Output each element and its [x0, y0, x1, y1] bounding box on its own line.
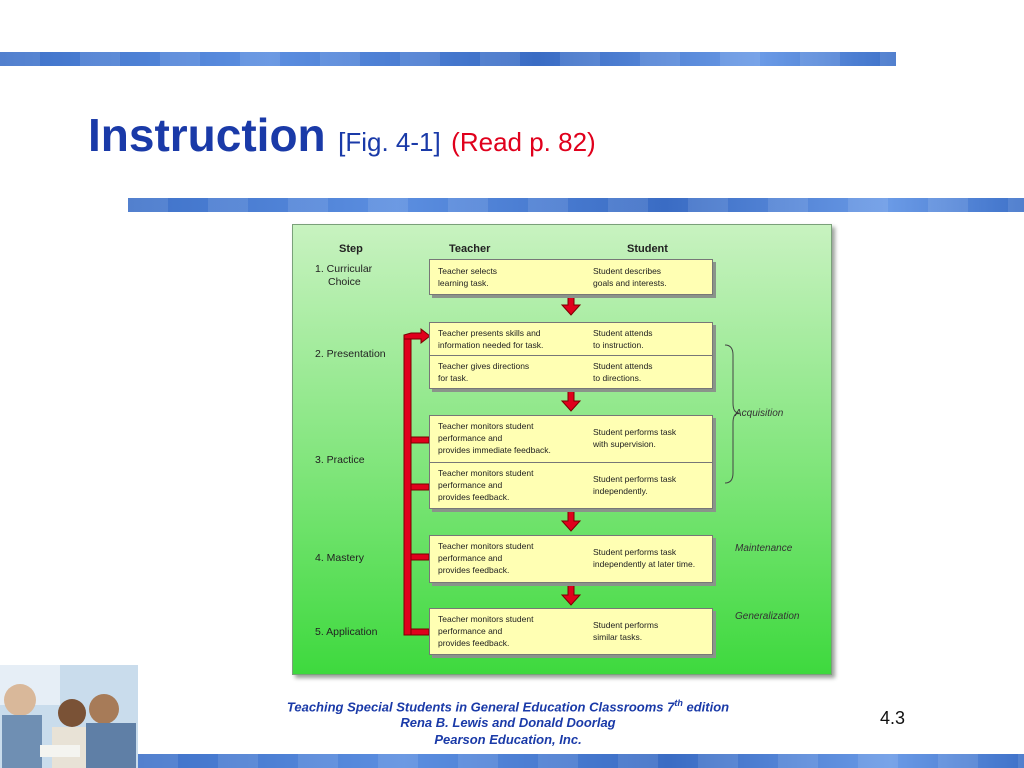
header-step: Step	[339, 243, 363, 255]
down-arrow-2	[560, 390, 582, 412]
connector-practice-supervised	[410, 436, 430, 444]
step-application: 5. Application	[315, 626, 378, 638]
step-curricular-choice: 1. Curricular Choice	[315, 263, 373, 288]
footer-publisher: Pearson Education, Inc.	[434, 732, 582, 747]
footer-authors: Rena B. Lewis and Donald Doorlag	[400, 715, 616, 730]
title-reading-reference: (Read p. 82)	[451, 127, 596, 157]
title-figure-reference: [Fig. 4-1]	[338, 127, 441, 157]
feedback-loop-arrows	[403, 294, 740, 636]
title-main: Instruction	[88, 109, 326, 161]
step-practice: 3. Practice	[315, 454, 365, 466]
decorative-band-bottom	[138, 754, 1024, 768]
phase-acquisition: Acquisition	[735, 408, 784, 419]
connector-application	[410, 628, 430, 636]
slide-page-number: 4.3	[880, 708, 906, 728]
header-student: Student	[627, 243, 668, 255]
students-photo	[0, 665, 138, 768]
down-arrow-4	[560, 584, 582, 606]
feedback-loop-bar	[403, 334, 412, 636]
down-arrow-1	[560, 294, 582, 316]
step-mastery: 4. Mastery	[315, 552, 365, 564]
step-presentation: 2. Presentation	[315, 348, 386, 360]
header-teacher: Teacher	[449, 243, 491, 255]
phase-maintenance: Maintenance	[735, 543, 793, 554]
slide-title: Instruction [Fig. 4-1] (Read p. 82)	[88, 108, 596, 162]
students-photo-illustration	[0, 665, 138, 768]
connector-mastery	[410, 553, 430, 561]
connector-practice-independent	[410, 483, 430, 491]
phase-generalization: Generalization	[735, 611, 800, 622]
decorative-band-top	[0, 52, 896, 66]
acquisition-brace	[724, 344, 740, 484]
footer-book-title: Teaching Special Students in General Edu…	[286, 698, 730, 715]
decorative-band-middle	[128, 198, 1024, 212]
down-arrow-3	[560, 510, 582, 532]
instruction-flow-diagram: Step Teacher Student 1. Curricular Choic…	[292, 224, 832, 675]
